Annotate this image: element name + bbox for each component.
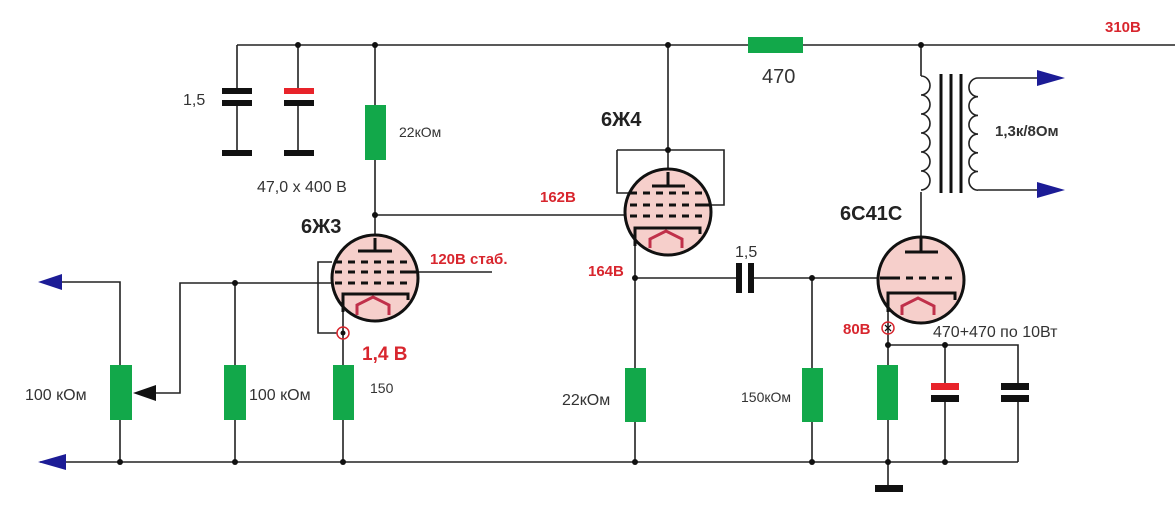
label-c-filter2: 47,0 x 400 В [257, 179, 347, 196]
label-supply-voltage: 310В [1105, 19, 1141, 36]
resistor-150 [333, 365, 354, 420]
tube-v3 [876, 235, 966, 335]
resistor-cathode-v3 [877, 365, 898, 420]
resistor-22k-cathode [625, 368, 646, 422]
label-v3-cathode-voltage: 80В [843, 321, 871, 338]
label-r-cathode-v3: 470+470 по 10Вт [933, 324, 1058, 341]
label-v2-anode-voltage: 162В [540, 189, 576, 206]
resistor-150k [802, 368, 823, 422]
resistor-470 [748, 37, 803, 53]
label-r-anode-v1: 22кОм [399, 124, 441, 140]
capacitor-1-5-filter [222, 88, 252, 156]
output-arrow-icon [1037, 70, 1065, 86]
resistor-100k [224, 365, 246, 420]
label-r-cathode-v1: 150 [370, 380, 394, 396]
measure-point-icon [881, 321, 895, 335]
label-r-grid-v3: 150кОм [741, 389, 791, 405]
label-tube-v3: 6С41С [840, 203, 902, 225]
output-arrow-icon [1037, 182, 1065, 198]
input-arrow-icon [38, 274, 62, 290]
capacitor-cathode-electrolytic [931, 383, 959, 402]
wiper-arrow-icon [133, 385, 156, 401]
label-tube-v1: 6Ж3 [301, 216, 341, 238]
junctions [117, 42, 948, 465]
ground-icon [875, 485, 903, 492]
label-transformer: 1,3к/8Ом [995, 123, 1059, 140]
label-r-supply: 470 [762, 66, 795, 88]
ground-arrow-icon [38, 454, 66, 470]
capacitor-coupling [736, 263, 754, 293]
label-c-coupling: 1,5 [735, 244, 757, 261]
label-tube-v2: 6Ж4 [601, 109, 642, 131]
label-v2-cathode-voltage: 164В [588, 263, 624, 280]
label-r-cathode-v2: 22кОм [562, 392, 610, 409]
capacitor-cathode [1001, 383, 1029, 402]
resistor-22k-anode [365, 105, 386, 160]
tube-v2 [623, 167, 713, 257]
label-c-filter1: 1,5 [183, 92, 205, 109]
label-v1-screen-voltage: 120В стаб. [430, 251, 508, 268]
label-pot: 100 кОм [25, 387, 87, 404]
label-v1-cathode-voltage: 1,4 В [362, 344, 407, 365]
label-r-grid-v1: 100 кОм [249, 387, 311, 404]
measure-point-icon [336, 326, 350, 340]
potentiometer [110, 365, 132, 420]
output-transformer [920, 74, 979, 193]
tube-v1 [330, 233, 420, 340]
capacitor-47-filter [284, 88, 314, 156]
